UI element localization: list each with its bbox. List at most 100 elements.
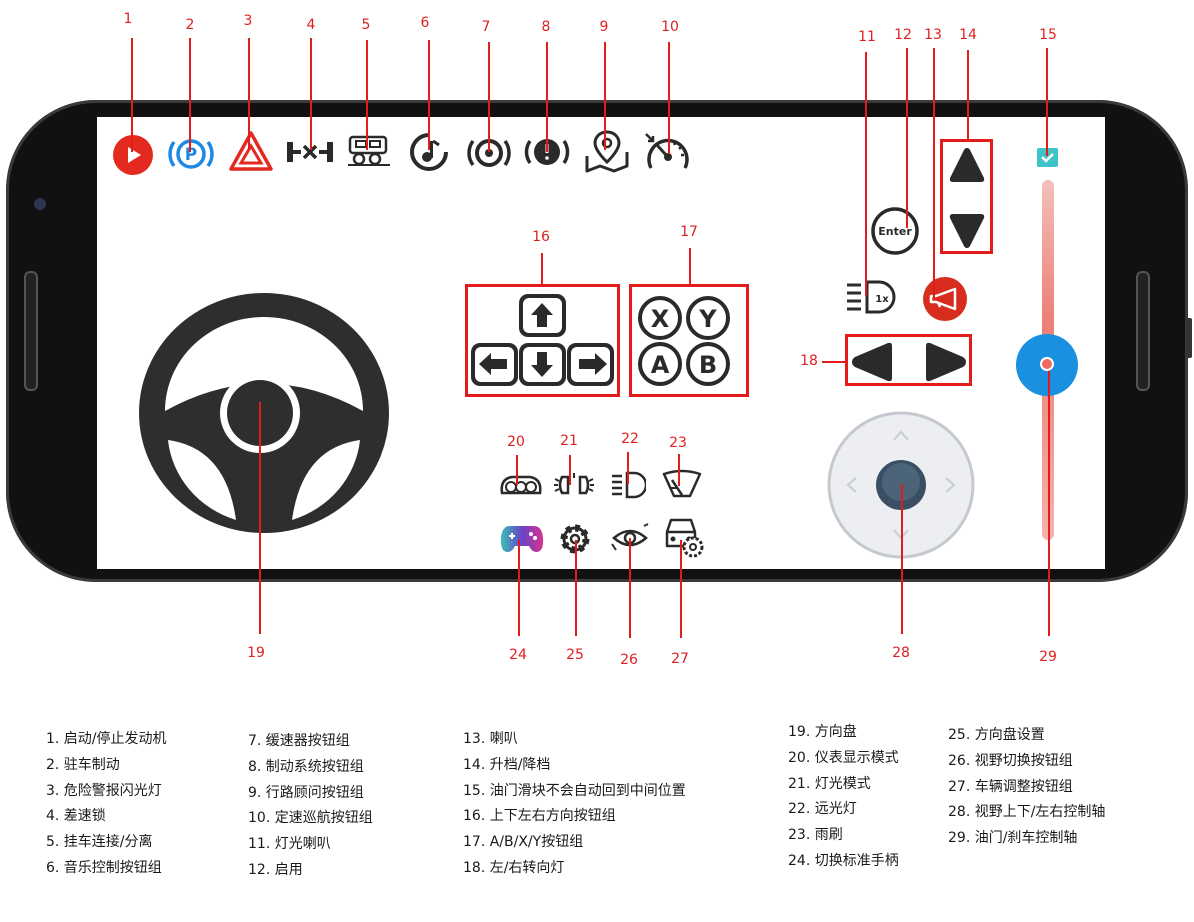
legend-item: 11. 灯光喇叭 bbox=[248, 836, 331, 853]
callout-line-10 bbox=[668, 42, 670, 154]
dpad-right-icon bbox=[567, 343, 614, 386]
enter-icon[interactable]: Enter bbox=[870, 206, 920, 256]
light-mode-icon[interactable] bbox=[553, 471, 595, 499]
steering-wheel-icon[interactable] bbox=[134, 288, 394, 538]
callout-25: 25 bbox=[566, 647, 584, 663]
button-a-label: A bbox=[651, 351, 670, 379]
legend-item: 25. 方向盘设置 bbox=[948, 727, 1045, 743]
legend-item: 4. 差速锁 bbox=[46, 808, 106, 825]
speaker-right bbox=[1136, 271, 1150, 391]
callout-19: 19 bbox=[247, 645, 265, 661]
camera-icon bbox=[34, 198, 46, 210]
callout-line-12 bbox=[906, 48, 908, 228]
diff-lock-icon[interactable] bbox=[285, 140, 335, 164]
legend-item: 20. 仪表显示模式 bbox=[788, 749, 899, 766]
svg-text:P: P bbox=[185, 145, 197, 165]
callout-line-28 bbox=[901, 484, 903, 634]
legend-item: 2. 驻车制动 bbox=[46, 756, 120, 773]
callout-line-9 bbox=[604, 42, 606, 150]
legend-item: 14. 升档/降档 bbox=[463, 756, 551, 773]
legend-column-5: 25. 方向盘设置 26. 视野切换按钮组 27. 车辆调整按钮组 28. 视野… bbox=[948, 723, 1105, 852]
dpad-up-icon bbox=[519, 294, 566, 337]
callout-14: 14 bbox=[959, 27, 977, 43]
turn-left-icon[interactable] bbox=[850, 341, 894, 383]
legend-item: 27. 车辆调整按钮组 bbox=[948, 778, 1073, 795]
callout-line-22 bbox=[627, 452, 629, 484]
callout-3: 3 bbox=[243, 13, 253, 29]
callout-23: 23 bbox=[669, 435, 687, 451]
legend-item: 9. 行路顾问按钮组 bbox=[248, 784, 364, 801]
callout-line-4 bbox=[310, 38, 312, 150]
callout-line-23 bbox=[678, 454, 680, 486]
callout-29: 29 bbox=[1039, 649, 1057, 665]
legend-column-3: 13. 喇叭 14. 升档/降档 15. 油门滑块不会自动回到中间位置 16. … bbox=[463, 727, 686, 882]
callout-line-24 bbox=[518, 540, 520, 636]
button-b: B bbox=[686, 342, 730, 386]
callout-line-16 bbox=[541, 253, 543, 286]
legend-item: 6. 音乐控制按钮组 bbox=[46, 859, 162, 876]
legend-item: 16. 上下左右方向按钮组 bbox=[463, 808, 616, 825]
hazard-icon[interactable] bbox=[228, 130, 274, 172]
dashboard-icon[interactable] bbox=[498, 471, 544, 499]
horn-icon[interactable] bbox=[920, 276, 970, 322]
callout-line-14 bbox=[967, 50, 969, 142]
legend-item: 7. 缓速器按钮组 bbox=[248, 733, 350, 749]
shift-up-icon[interactable] bbox=[948, 146, 986, 184]
legend-column-4: 19. 方向盘 20. 仪表显示模式 21. 灯光模式 22. 远光灯 23. … bbox=[788, 720, 899, 875]
trailer-icon[interactable] bbox=[346, 133, 392, 169]
turn-right-icon[interactable] bbox=[924, 341, 968, 383]
gamepad-icon[interactable] bbox=[500, 522, 544, 556]
dpad-left-icon bbox=[471, 343, 518, 386]
button-y: Y bbox=[686, 296, 730, 340]
callout-line-7 bbox=[488, 42, 490, 152]
callout-line-19 bbox=[259, 402, 261, 634]
callout-line-2 bbox=[189, 38, 191, 152]
parking-brake-icon[interactable]: P bbox=[167, 134, 215, 174]
callout-line-15 bbox=[1046, 48, 1048, 156]
legend-column-1: 1. 启动/停止发动机 2. 驻车制动 3. 危险警报闪光灯 4. 差速锁 5.… bbox=[46, 727, 167, 882]
button-x-label: X bbox=[651, 305, 670, 333]
light-horn-icon[interactable]: 1x bbox=[843, 278, 901, 316]
route-advisor-icon[interactable] bbox=[584, 128, 630, 174]
callout-17: 17 bbox=[680, 224, 698, 240]
legend-item: 22. 远光灯 bbox=[788, 801, 857, 818]
abxy-icon[interactable]: X Y A B bbox=[636, 292, 746, 392]
vehicle-adjust-icon[interactable] bbox=[661, 516, 705, 558]
callout-line-25 bbox=[575, 540, 577, 636]
callout-line-8 bbox=[546, 42, 548, 152]
legend-item: 3. 危险警报闪光灯 bbox=[46, 782, 162, 799]
callout-9: 9 bbox=[599, 19, 609, 35]
callout-26: 26 bbox=[620, 652, 638, 668]
callout-18: 18 bbox=[800, 353, 818, 369]
button-b-label: B bbox=[699, 351, 717, 379]
legend-item: 18. 左/右转向灯 bbox=[463, 859, 565, 876]
button-y-label: Y bbox=[698, 305, 717, 333]
callout-10: 10 bbox=[661, 19, 679, 35]
legend-item: 26. 视野切换按钮组 bbox=[948, 752, 1073, 769]
callout-4: 4 bbox=[306, 17, 316, 33]
callout-line-5 bbox=[366, 40, 368, 150]
callout-line-27 bbox=[680, 540, 682, 638]
play-icon[interactable] bbox=[112, 134, 154, 176]
button-x: X bbox=[638, 296, 682, 340]
callout-line-3 bbox=[248, 38, 250, 150]
throttle-checkbox-icon[interactable] bbox=[1037, 148, 1058, 167]
legend-item: 8. 制动系统按钮组 bbox=[248, 758, 364, 775]
callout-21: 21 bbox=[560, 433, 578, 449]
dpad-icon[interactable] bbox=[468, 291, 618, 391]
callout-line-26 bbox=[629, 538, 631, 638]
callout-1: 1 bbox=[123, 11, 133, 27]
shift-down-icon[interactable] bbox=[948, 212, 986, 250]
callout-8: 8 bbox=[541, 19, 551, 35]
callout-28: 28 bbox=[892, 645, 910, 661]
callout-11: 11 bbox=[858, 29, 876, 45]
button-a: A bbox=[638, 342, 682, 386]
callout-7: 7 bbox=[481, 19, 491, 35]
callout-line-6 bbox=[428, 40, 430, 150]
callout-12: 12 bbox=[894, 27, 912, 43]
high-beam-icon[interactable] bbox=[610, 470, 646, 500]
wiper-icon[interactable] bbox=[660, 466, 704, 500]
legend-item: 15. 油门滑块不会自动回到中间位置 bbox=[463, 782, 686, 799]
legend-item: 24. 切换标准手柄 bbox=[788, 852, 899, 869]
